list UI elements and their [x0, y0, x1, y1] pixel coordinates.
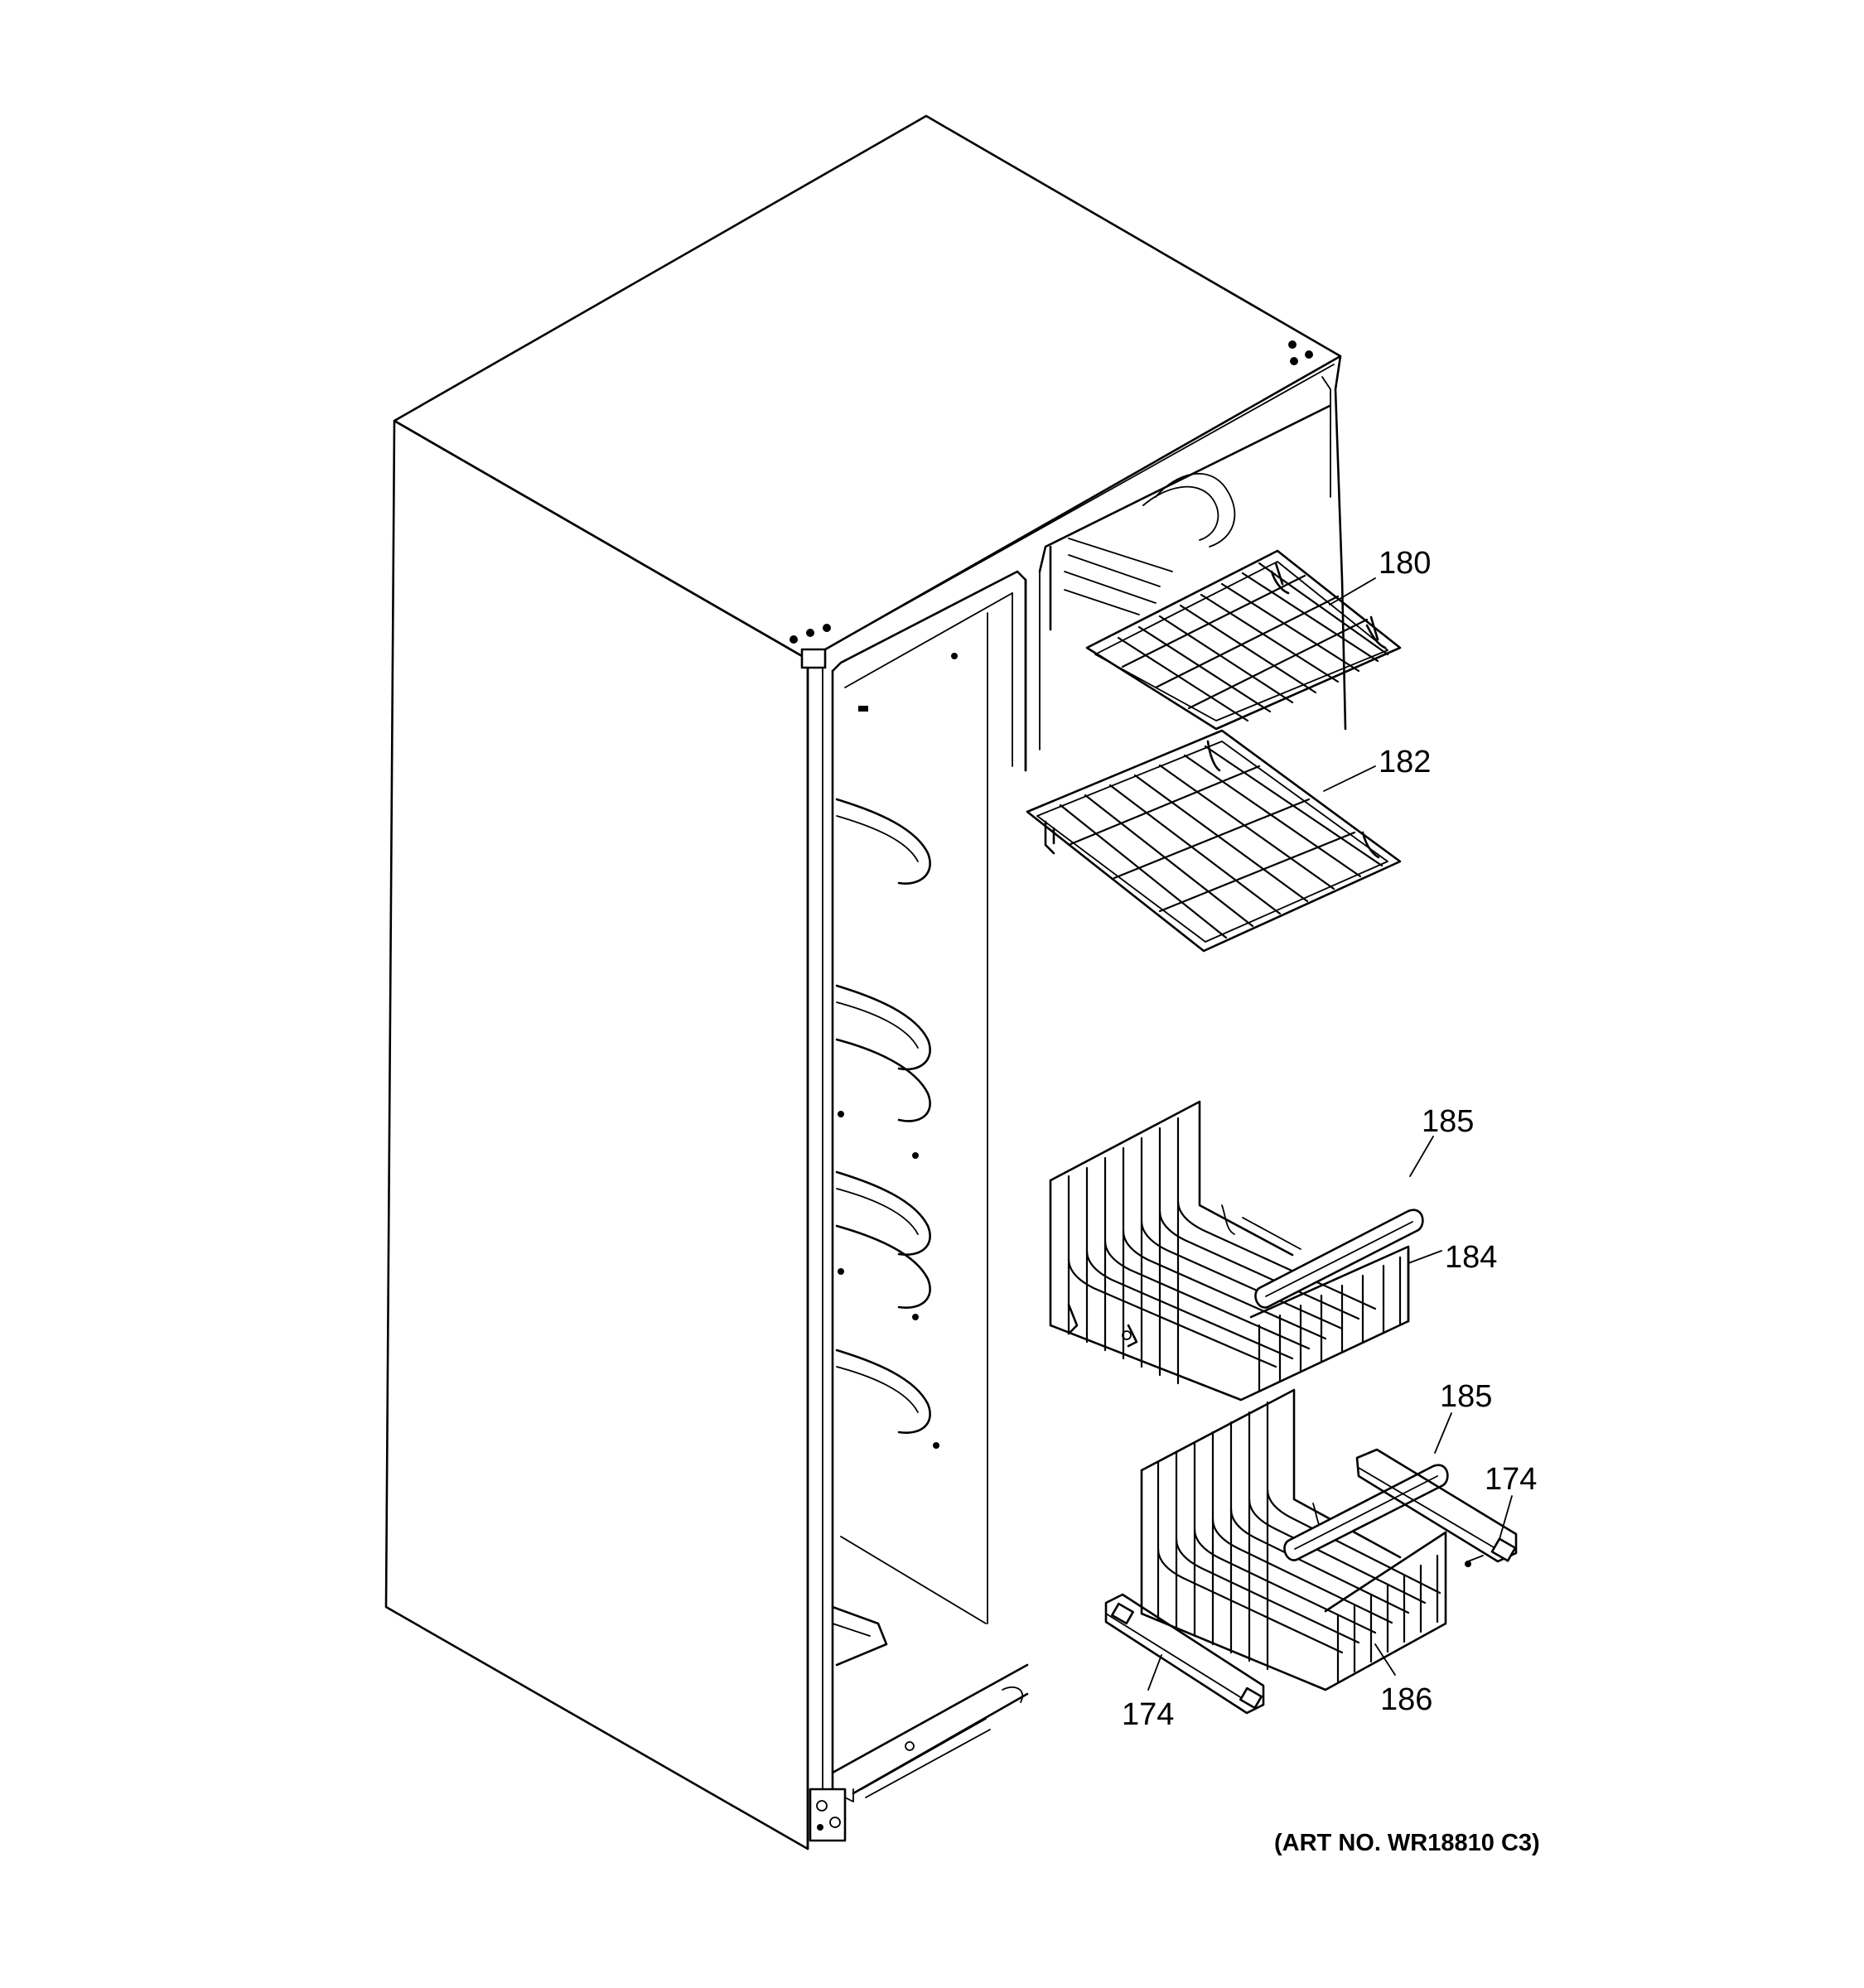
basket-handle-185-lower: [1283, 1464, 1449, 1561]
callout-174-left: 174: [1122, 1697, 1174, 1732]
callout-leaders: [1147, 577, 1513, 1691]
basket-handle-185-upper: [1254, 1209, 1424, 1309]
callout-186: 186: [1380, 1682, 1432, 1717]
callout-185-upper: 185: [1422, 1104, 1474, 1139]
wire-basket-184: [1049, 1100, 1410, 1402]
wire-shelf-182: [1026, 729, 1402, 953]
callout-185-lower: 185: [1440, 1379, 1492, 1414]
wire-shelf-180: [1085, 549, 1402, 731]
callout-174-right: 174: [1485, 1462, 1537, 1497]
art-number: (ART NO. WR18810 C3): [1274, 1830, 1540, 1856]
drawer-slide-174-left: [1104, 1593, 1265, 1715]
refrigerator-cabinet: [384, 114, 1347, 1850]
callout-182: 182: [1379, 745, 1431, 779]
drawer-slide-174-right: [1355, 1448, 1518, 1567]
wire-basket-186: [1140, 1388, 1447, 1691]
callout-184: 184: [1445, 1240, 1497, 1275]
callout-180: 180: [1379, 546, 1431, 581]
